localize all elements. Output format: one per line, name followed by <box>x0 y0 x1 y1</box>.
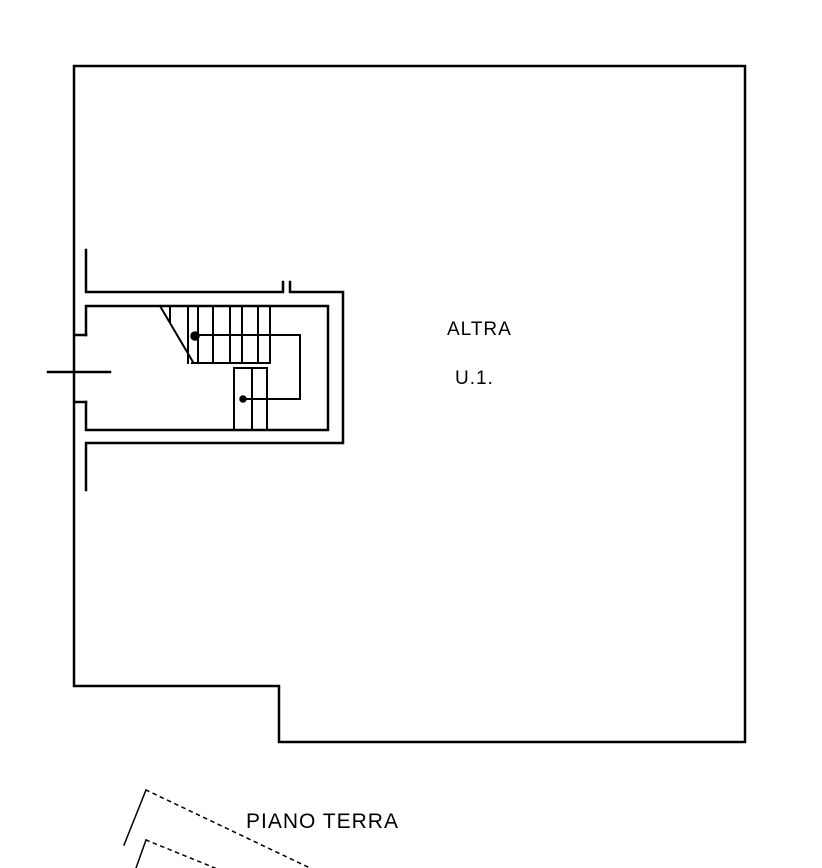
stair-start-dot <box>190 331 200 341</box>
staircase <box>158 304 301 431</box>
orientation-marks <box>123 789 311 868</box>
stair-end-dot <box>239 395 247 403</box>
outer-wall <box>72 64 747 744</box>
stair-enclosure <box>73 248 345 492</box>
unit-number-label: U.1. <box>455 368 494 389</box>
unit-label: ALTRA <box>447 319 512 340</box>
floor-label: PIANO TERRA <box>246 810 399 833</box>
